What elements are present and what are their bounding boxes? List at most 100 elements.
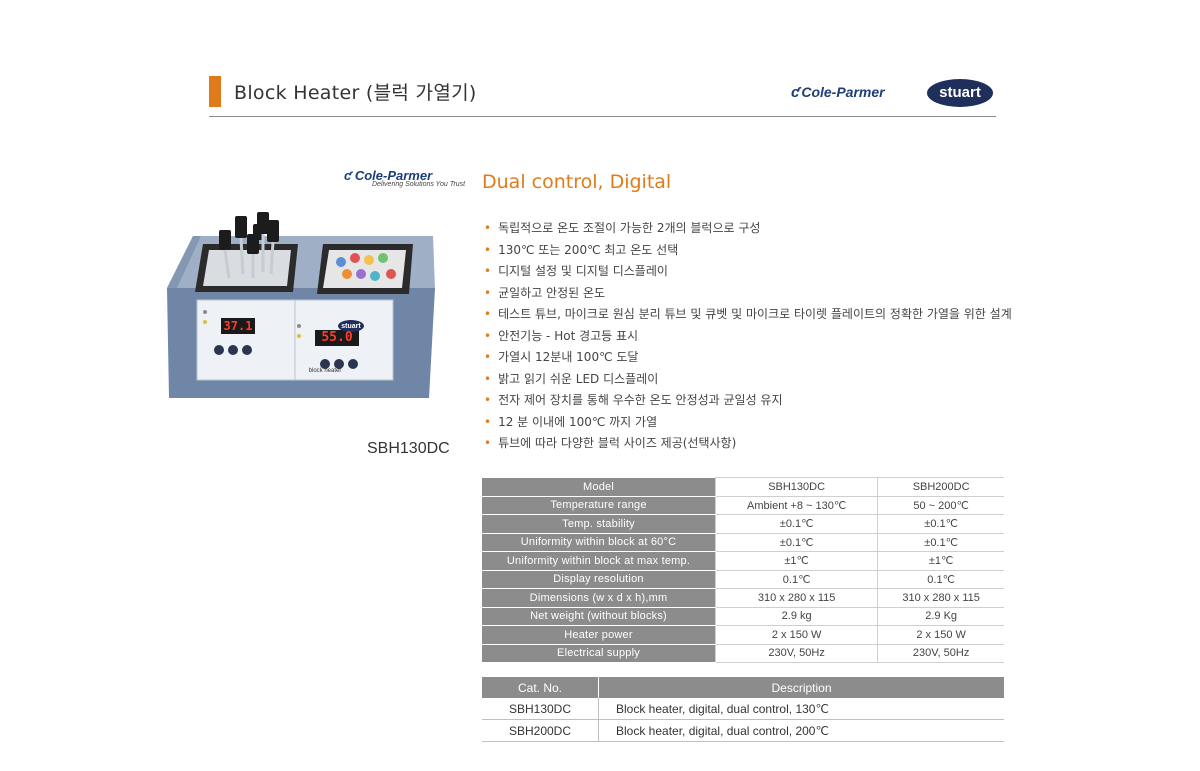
feature-item: • 가열시 12분내 100℃ 도달 — [484, 347, 1012, 369]
spec-value: ±0.1℃ — [877, 514, 1004, 534]
bullet-icon: • — [484, 285, 492, 300]
feature-text: 전자 제어 장치를 통해 우수한 온도 안정성과 균일성 유지 — [498, 393, 783, 407]
spec-value: SBH200DC — [877, 477, 1004, 497]
feature-item: •130℃ 또는 200℃ 최고 온도 선택 — [484, 240, 1012, 262]
feature-text: 가열시 12분내 100℃ 도달 — [498, 350, 639, 364]
feature-list: • 독립적으로 온도 조절이 가능한 2개의 블럭으로 구성 •130℃ 또는 20… — [484, 218, 1012, 455]
brand-tagline: Delivering Solutions You Trust — [372, 181, 466, 188]
spec-value: Ambient +8 ~ 130℃ — [714, 496, 878, 515]
spec-label: Net weight (without blocks) — [482, 607, 716, 626]
cp-mark-icon: ƈ — [344, 168, 355, 183]
feature-item: • 안전기능 - Hot 경고등 표시 — [484, 326, 1012, 348]
spec-value: 310 x 280 x 115 — [714, 588, 878, 608]
bullet-icon: • — [484, 328, 492, 343]
spec-value: 2 x 150 W — [714, 625, 878, 645]
spec-value: 230V, 50Hz — [714, 644, 878, 663]
product-model-label: SBH130DC — [367, 440, 450, 457]
feature-text: 튜브에 따라 다양한 블럭 사이즈 제공(선택사항) — [498, 436, 737, 450]
spec-value: 0.1℃ — [714, 570, 878, 589]
feature-item: • 테스트 튜브, 마이크로 원심 분리 튜브 및 큐벳 및 마이크로 타이렛 플… — [484, 304, 1012, 326]
bullet-icon: • — [484, 307, 492, 321]
feature-text: 디지털 설정 및 디지털 디스플레이 — [498, 264, 668, 278]
product-brand-logo: ƈ Cole-Parmer Delivering Solutions You T… — [344, 168, 466, 188]
feature-text: 12 분 이내에 100℃ 까지 가열 — [498, 414, 658, 429]
feature-item: • 전자 제어 장치를 통해 우수한 온도 안정성과 균일성 유지 — [484, 390, 1012, 412]
spec-label: Electrical supply — [482, 644, 716, 663]
spec-value: 2.9 Kg — [877, 607, 1004, 626]
feature-text: 독립적으로 온도 조절이 가능한 2개의 블럭으로 구성 — [498, 221, 761, 235]
column-header: Cat. No. — [482, 677, 599, 698]
product-image: 37.1 55.0 stuart block heater — [163, 208, 438, 432]
title-accent-bar — [209, 76, 221, 107]
spec-value: 230V, 50Hz — [877, 644, 1004, 663]
column-header: Description — [598, 677, 1004, 698]
table-row: Temp. stability±0.1℃±0.1℃ — [482, 514, 1004, 534]
spec-value: 2 x 150 W — [877, 625, 1004, 645]
spec-label: Uniformity within block at 60°C — [482, 533, 716, 552]
spec-label: Uniformity within block at max temp. — [482, 551, 716, 571]
bullet-icon: • — [484, 436, 492, 450]
cp-mark-icon: ƈ — [791, 84, 800, 101]
spec-label: Temperature range — [482, 496, 716, 515]
bullet-icon: • — [484, 350, 492, 364]
bullet-icon: • — [484, 371, 492, 386]
cat-description: Block heater, digital, dual control, 130… — [598, 698, 1004, 720]
spec-value: ±0.1℃ — [714, 533, 878, 552]
block-heater-illustration — [167, 212, 435, 398]
spec-label: Heater power — [482, 625, 716, 645]
table-header-row: Cat. No.Description — [482, 677, 1004, 698]
table-row: Uniformity within block at max temp.±1℃±… — [482, 551, 1004, 571]
cat-number: SBH200DC — [482, 719, 599, 742]
bullet-icon: • — [484, 221, 492, 235]
spec-label: Model — [482, 477, 716, 497]
feature-item: • 디지털 설정 및 디지털 디스플레이 — [484, 261, 1012, 283]
spec-label: Dimensions (w x d x h),mm — [482, 588, 716, 608]
spec-value: 2.9 kg — [714, 607, 878, 626]
feature-item: • 독립적으로 온도 조절이 가능한 2개의 블럭으로 구성 — [484, 218, 1012, 240]
section-title: Dual control, Digital — [482, 171, 672, 193]
stuart-logo: stuart — [927, 79, 993, 107]
feature-item: • 튜브에 따라 다양한 블럭 사이즈 제공(선택사항) — [484, 433, 1012, 455]
bullet-icon: • — [484, 242, 492, 257]
spec-value: SBH130DC — [714, 477, 878, 497]
spec-value: ±1℃ — [714, 551, 878, 571]
bullet-icon: • — [484, 264, 492, 278]
spec-value: ±0.1℃ — [877, 533, 1004, 552]
spec-value: ±0.1℃ — [714, 514, 878, 534]
spec-value: ±1℃ — [877, 551, 1004, 571]
feature-item: • 균일하고 안정된 온도 — [484, 283, 1012, 305]
page-title: Block Heater (블럭 가열기) — [234, 82, 477, 104]
spec-label: Display resolution — [482, 570, 716, 589]
device-brand-badge: stuart — [341, 323, 361, 330]
device-display-right: 55.0 — [321, 330, 353, 345]
bullet-icon: • — [484, 393, 492, 407]
spec-value: 50 ~ 200℃ — [877, 496, 1004, 515]
cat-number: SBH130DC — [482, 698, 599, 720]
feature-text: 밝고 읽기 쉬운 LED 디스플레이 — [498, 371, 659, 386]
feature-text: 균일하고 안정된 온도 — [498, 285, 606, 300]
feature-text: 안전기능 - Hot 경고등 표시 — [498, 328, 639, 343]
device-display-left: 37.1 — [223, 319, 253, 333]
bullet-icon: • — [484, 414, 492, 429]
device-label: block heater — [308, 368, 342, 374]
feature-item: • 밝고 읽기 쉬운 LED 디스플레이 — [484, 369, 1012, 391]
feature-text: 테스트 튜브, 마이크로 원심 분리 튜브 및 큐벳 및 마이크로 타이렛 플레… — [498, 307, 1012, 321]
spec-value: 0.1℃ — [877, 570, 1004, 589]
table-row: Uniformity within block at 60°C±0.1℃±0.1… — [482, 533, 1004, 552]
spec-value: 310 x 280 x 115 — [877, 588, 1004, 608]
cat-description: Block heater, digital, dual control, 200… — [598, 719, 1004, 742]
spec-label: Temp. stability — [482, 514, 716, 534]
